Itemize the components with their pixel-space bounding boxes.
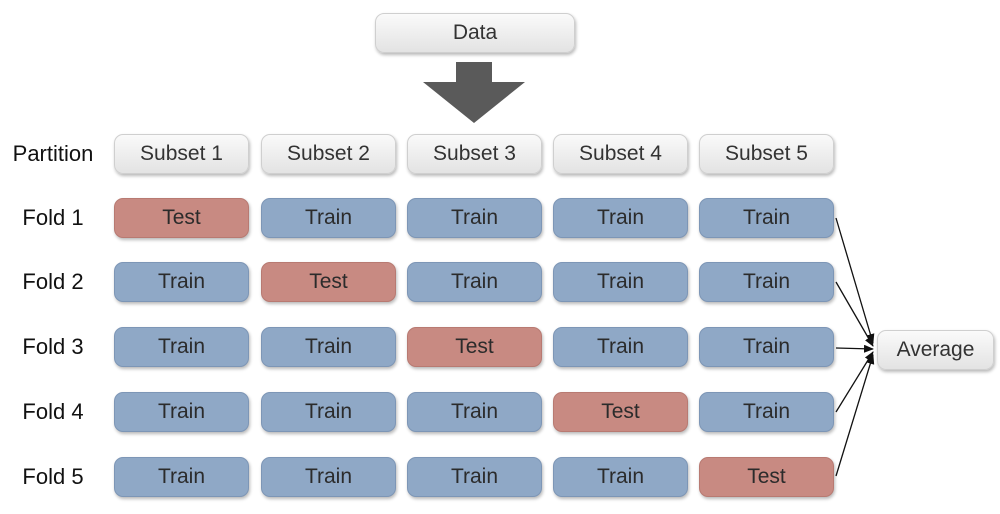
fold-2-label: Fold 2 — [22, 269, 84, 294]
fold-3-cell-1: Train — [114, 327, 249, 367]
fold-3-cell-2: Train — [261, 327, 396, 367]
fold-5-cell-3: Train — [407, 457, 542, 497]
fold-4-cell-4: Test — [553, 392, 688, 432]
fold-2-cell-1: Train — [114, 262, 249, 302]
arrow-fold-1 — [835, 217, 875, 344]
fold-5-cell-1: Train — [114, 457, 249, 497]
fold-2-cell-3: Train — [407, 262, 542, 302]
fold-1-cell-3: Train — [407, 198, 542, 238]
fold-4-label: Fold 4 — [22, 399, 84, 424]
fold-4-cell-3: Train — [407, 392, 542, 432]
subset-5-header: Subset 5 — [699, 134, 834, 174]
subset-2-header: Subset 2 — [261, 134, 396, 174]
fold-1-cell-1: Test — [114, 198, 249, 238]
fold-1-cell-5: Train — [699, 198, 834, 238]
arrow-fold-3 — [835, 344, 874, 353]
arrow-fold-2 — [835, 281, 874, 347]
fold-4-cell-2: Train — [261, 392, 396, 432]
subset-1-header: Subset 1 — [114, 134, 249, 174]
fold-1-cell-4: Train — [553, 198, 688, 238]
fold-3-cell-3: Test — [407, 327, 542, 367]
arrow-fold-4 — [835, 351, 874, 413]
fold-5-cell-5: Test — [699, 457, 834, 497]
average-box: Average — [877, 330, 994, 370]
partition-label: Partition — [12, 141, 94, 166]
fold-4-cell-1: Train — [114, 392, 249, 432]
fold-3-cell-5: Train — [699, 327, 834, 367]
down-arrow-icon — [423, 62, 525, 123]
subset-4-header: Subset 4 — [553, 134, 688, 174]
fold-1-cell-2: Train — [261, 198, 396, 238]
fold-1-label: Fold 1 — [22, 205, 84, 230]
data-box: Data — [375, 13, 575, 53]
fold-5-cell-4: Train — [553, 457, 688, 497]
fold-3-cell-4: Train — [553, 327, 688, 367]
fold-3-label: Fold 3 — [22, 334, 84, 359]
fold-2-cell-2: Test — [261, 262, 396, 302]
arrow-fold-5 — [835, 354, 875, 477]
fold-5-cell-2: Train — [261, 457, 396, 497]
fold-5-label: Fold 5 — [22, 464, 84, 489]
fold-2-cell-4: Train — [553, 262, 688, 302]
subset-3-header: Subset 3 — [407, 134, 542, 174]
fold-2-cell-5: Train — [699, 262, 834, 302]
data-label: Data — [452, 21, 498, 44]
fold-4-cell-5: Train — [699, 392, 834, 432]
